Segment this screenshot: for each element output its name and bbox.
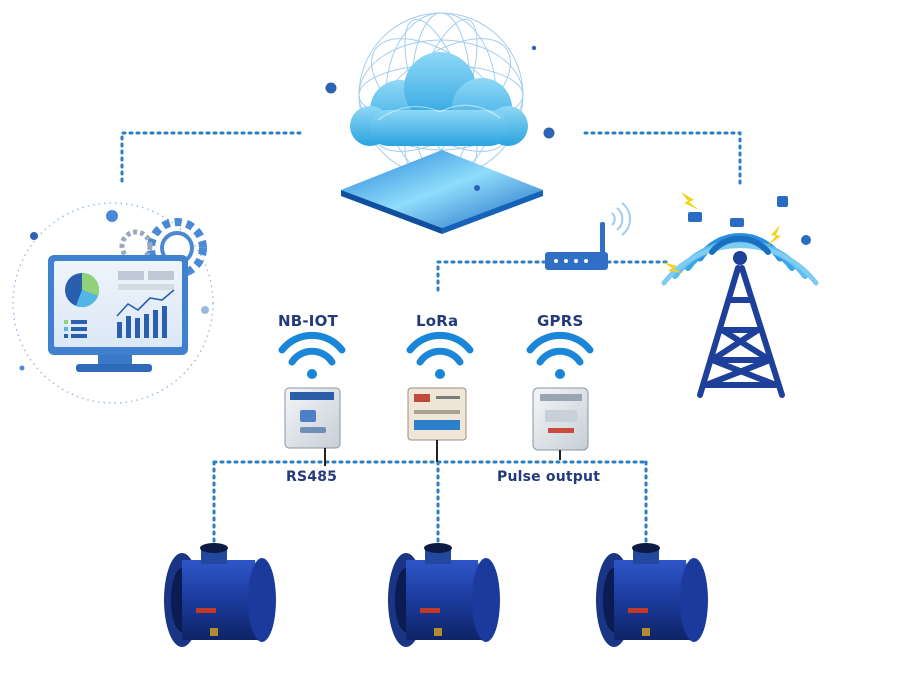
- water-meter-icon: [388, 543, 500, 647]
- router-icon: [545, 202, 631, 270]
- water-meter-icon: [164, 543, 276, 647]
- transmitter-icon: [407, 387, 467, 462]
- transmitter-icon: [532, 387, 589, 460]
- label-pulse-output: Pulse output: [497, 469, 601, 485]
- cell-tower-icon: [661, 192, 819, 398]
- transmitter-icon: [284, 387, 341, 466]
- label-rs485: RS485: [286, 469, 338, 485]
- line-cloud-to-monitor: [120, 131, 302, 187]
- label-nb-iot: NB-IOT: [278, 312, 338, 330]
- label-lora: LoRa: [416, 312, 459, 330]
- wifi-icon: [278, 331, 346, 379]
- line-cloud-to-tower: [583, 131, 742, 187]
- label-gprs: GPRS: [537, 312, 584, 330]
- line-router-down: [436, 260, 547, 294]
- water-meter-icon: [596, 543, 708, 647]
- monitor-dashboard-icon: [12, 202, 214, 404]
- cloud-icon: [325, 12, 555, 234]
- wifi-icon: [406, 331, 474, 379]
- connection-lines: [120, 131, 742, 557]
- wifi-icon: [526, 331, 594, 379]
